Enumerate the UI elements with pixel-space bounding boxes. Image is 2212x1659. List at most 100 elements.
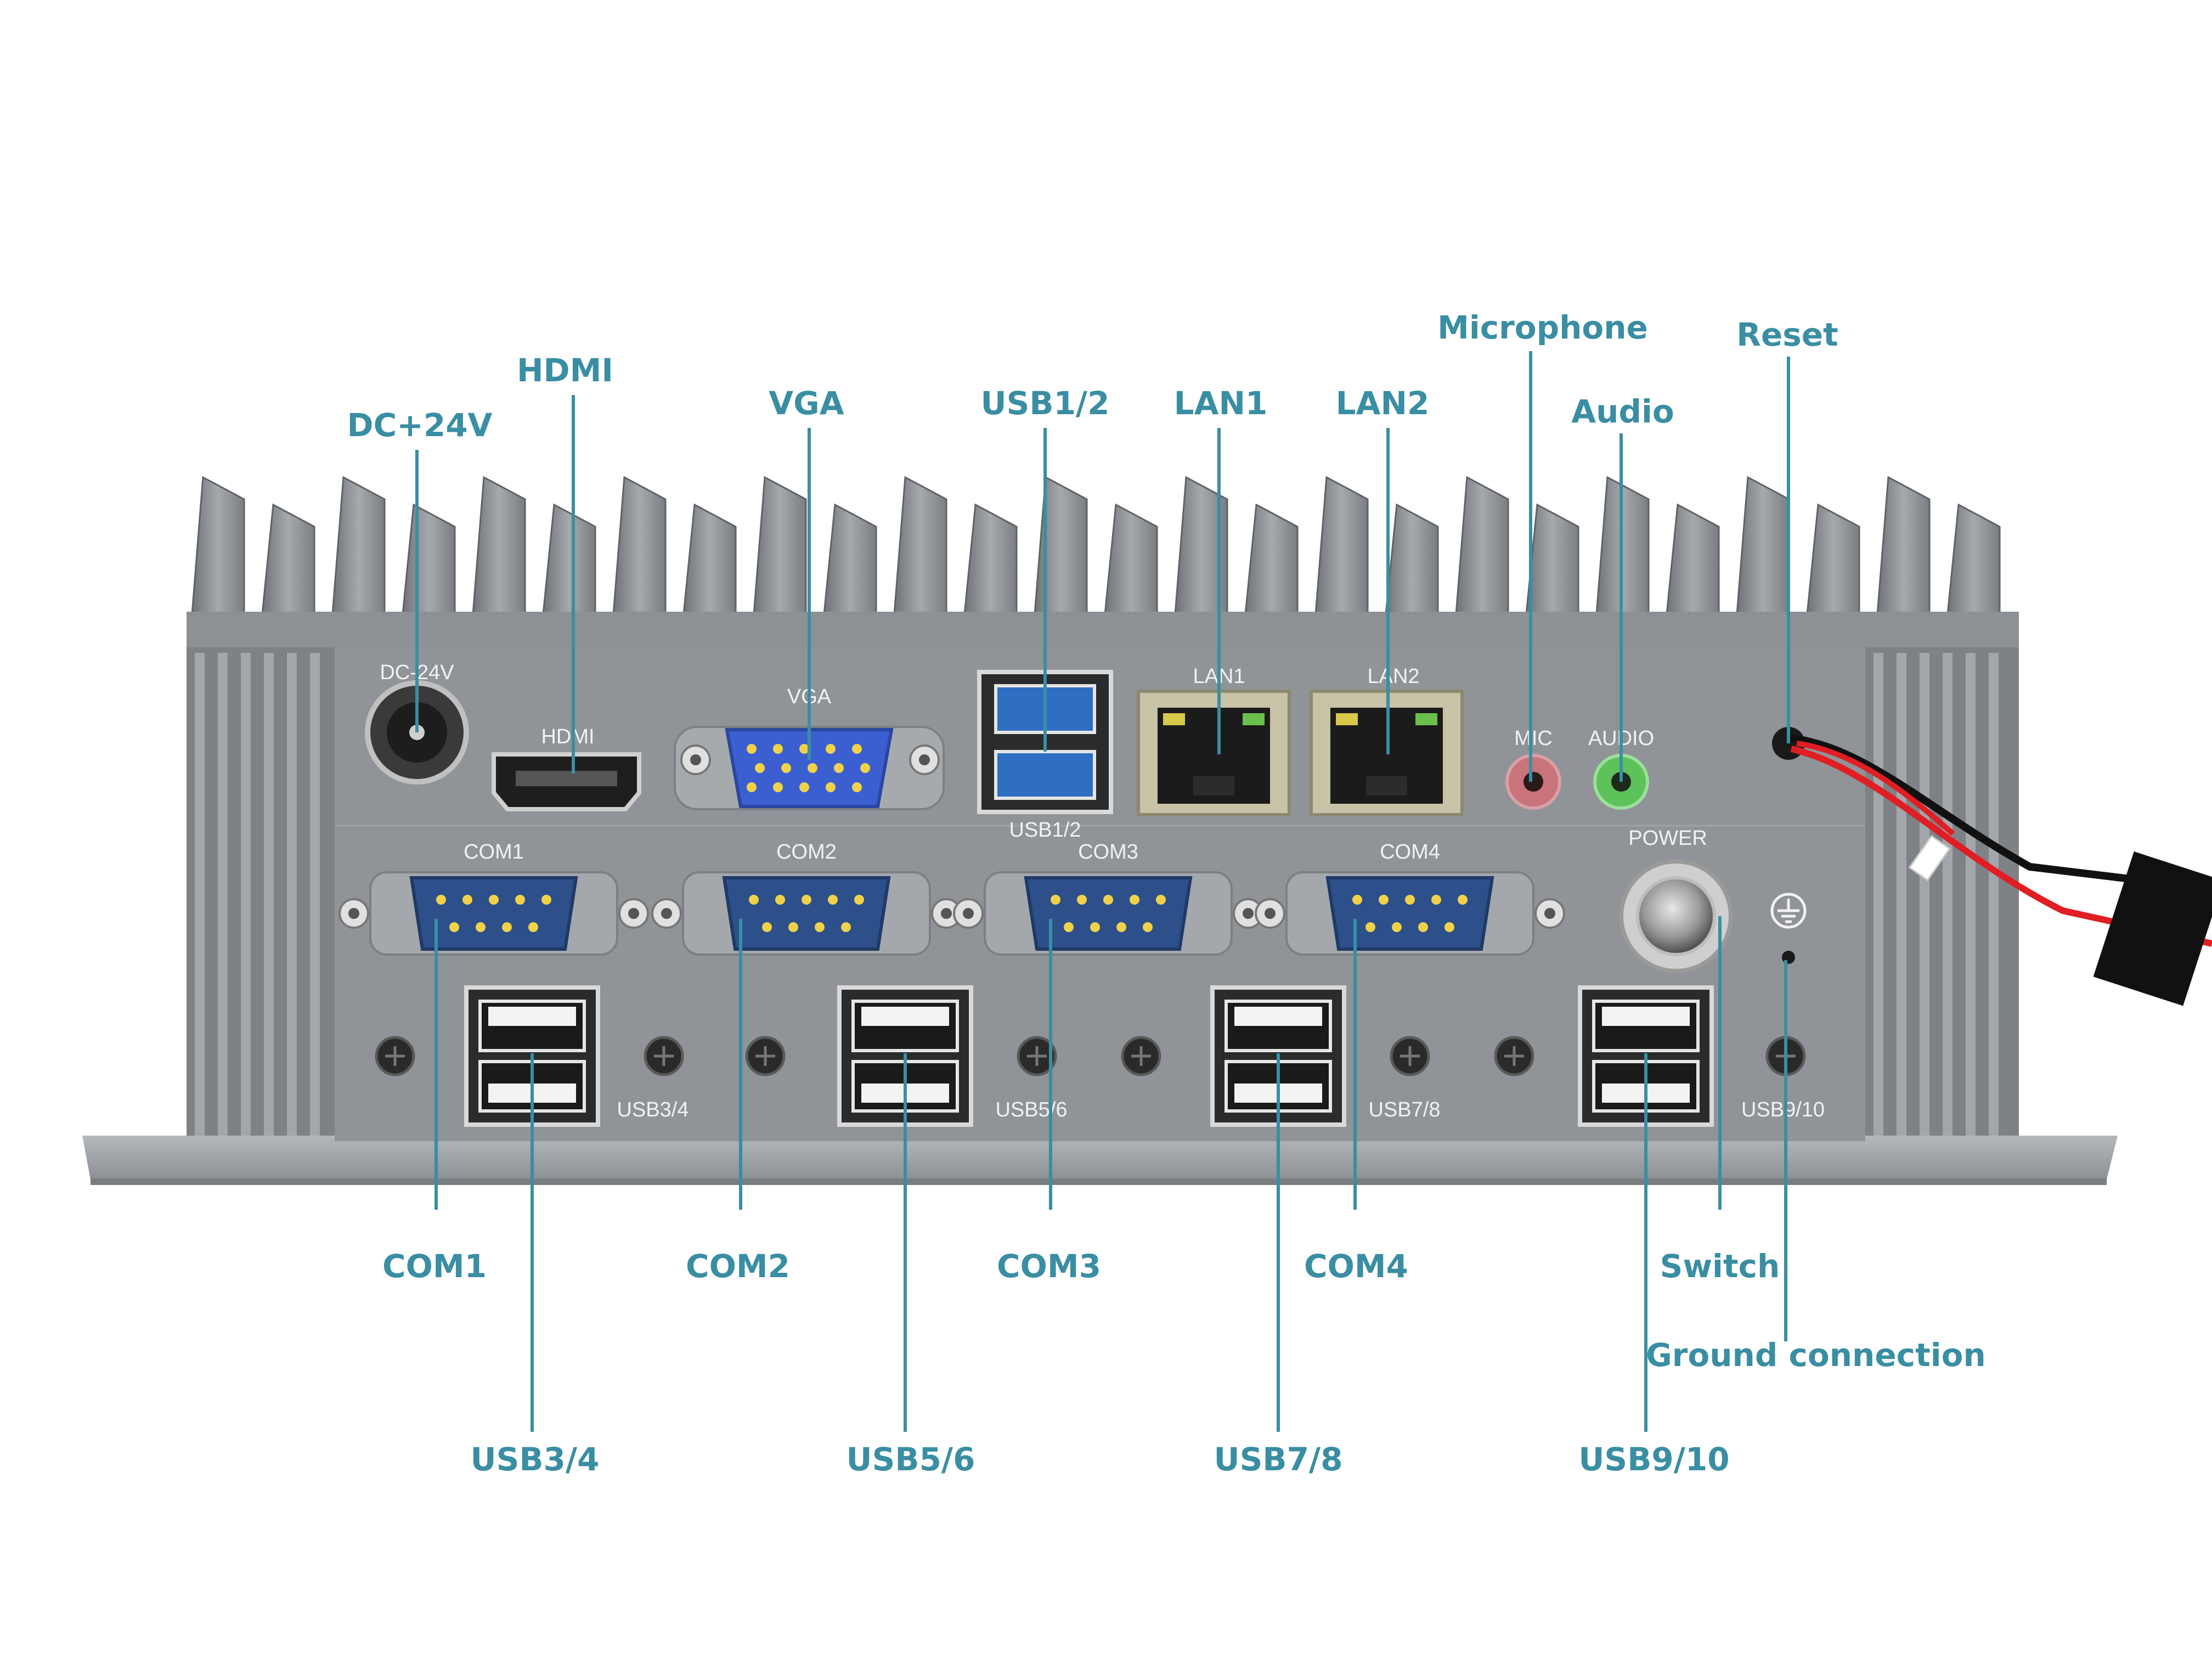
heatsink-fin [963, 503, 1018, 616]
com3-port[interactable] [953, 871, 1263, 956]
com-pin [541, 895, 551, 905]
heatsink-fin [472, 476, 526, 616]
heatsink-fin [1525, 503, 1579, 616]
panel-label-power: POWER [1628, 827, 1707, 850]
callout-microphone: Microphone [1437, 309, 1648, 346]
com-pin [828, 895, 838, 905]
callout-labels: DC+24V HDMI VGA USB1/2 LAN1 LAN2 Microph… [347, 309, 1986, 1478]
com-pin [1143, 922, 1153, 932]
com-pin [1116, 922, 1126, 932]
side-rib [1874, 653, 1883, 1147]
side-rib [241, 653, 251, 1147]
mic-jack[interactable] [1505, 754, 1561, 810]
heatsink-fin [1806, 503, 1860, 616]
vga-port[interactable] [674, 726, 945, 810]
power-switch[interactable] [1619, 859, 1733, 973]
ground-screw-hole[interactable] [1782, 951, 1795, 964]
com-pin [1392, 922, 1402, 932]
screw-icon [1544, 908, 1555, 919]
com-pin [462, 895, 472, 905]
com-body [1325, 876, 1494, 951]
heatsink-fin [682, 503, 737, 616]
heatsink-fin [1666, 503, 1720, 616]
heatsink-fin [1455, 476, 1509, 616]
com-pin [1064, 922, 1074, 932]
com-pin [1352, 895, 1362, 905]
vga-pin [826, 782, 836, 792]
com-pin [1458, 895, 1468, 905]
com-pin [515, 895, 525, 905]
panel-label-lan2: LAN2 [1367, 665, 1419, 688]
heatsink-fin [1385, 503, 1439, 616]
com-pin [815, 922, 825, 932]
side-rib [1989, 653, 1999, 1147]
leader-lines [415, 351, 1790, 1432]
callout-usb12: USB1/2 [981, 385, 1110, 422]
screw-icon [941, 908, 952, 919]
heatsink-fin [331, 476, 386, 616]
screw-icon [1243, 908, 1254, 919]
callout-usb78: USB7/8 [1214, 1441, 1343, 1478]
callout-dc: DC+24V [347, 407, 493, 444]
side-rib [310, 653, 320, 1147]
base-edge [91, 1178, 2107, 1185]
callout-usb56: USB5/6 [847, 1441, 975, 1478]
heatsink-fin [542, 503, 596, 616]
vga-pin [747, 782, 757, 792]
screw-icon [348, 908, 359, 919]
screw-icon [909, 744, 940, 775]
callout-switch: Switch [1660, 1248, 1780, 1285]
callout-com1: COM1 [382, 1248, 487, 1285]
panel-label-hdmi: HDMI [541, 725, 594, 748]
screw-icon [963, 908, 974, 919]
panel-label-com1: COM1 [464, 840, 524, 864]
screw-icon [1265, 908, 1276, 919]
heatsink-fin [753, 476, 807, 616]
side-rib [1943, 653, 1953, 1147]
com-pin [1130, 895, 1139, 905]
panel-label-com3: COM3 [1078, 840, 1138, 864]
lan1-port[interactable] [1137, 690, 1291, 816]
screw-row [375, 1036, 1806, 1076]
side-rib [287, 653, 297, 1147]
vga-pin [808, 763, 817, 773]
com-pin [1077, 895, 1087, 905]
callout-audio: Audio [1571, 393, 1674, 430]
vga-pin [826, 744, 836, 754]
screw-icon [628, 908, 639, 919]
side-rib [1920, 653, 1929, 1147]
com-pin [476, 922, 486, 932]
vga-pin [747, 744, 757, 754]
heatsink-fin [261, 503, 315, 616]
vga-pin [755, 763, 765, 773]
base-plate [82, 1136, 2118, 1180]
vga-pin [799, 744, 809, 754]
com-pin [1156, 895, 1166, 905]
com-pin [854, 895, 864, 905]
callout-reset: Reset [1736, 316, 1838, 353]
com1-port[interactable] [338, 871, 649, 956]
screw-icon [680, 744, 711, 775]
com-pin [1365, 922, 1375, 932]
callout-com4: COM4 [1304, 1248, 1408, 1285]
panel-label-usb910: USB9/10 [1741, 1098, 1825, 1121]
callout-com2: COM2 [686, 1248, 790, 1285]
screw-icon [661, 908, 672, 919]
panel-label-mic: MIC [1514, 727, 1553, 750]
com2-port[interactable] [651, 871, 962, 956]
com4-port[interactable] [1255, 871, 1565, 956]
com-pin [749, 895, 759, 905]
com-pin [528, 922, 538, 932]
com-pin [1379, 895, 1389, 905]
usb-tongue [488, 1007, 576, 1026]
heatsink-fin [1314, 476, 1369, 616]
hdmi-port[interactable] [492, 752, 641, 811]
com-pin [1090, 922, 1100, 932]
side-rib [1897, 653, 1906, 1147]
usb-tongue [861, 1007, 949, 1026]
chassis [82, 476, 2118, 1185]
com-pin [489, 895, 499, 905]
panel-label-com4: COM4 [1380, 840, 1440, 864]
